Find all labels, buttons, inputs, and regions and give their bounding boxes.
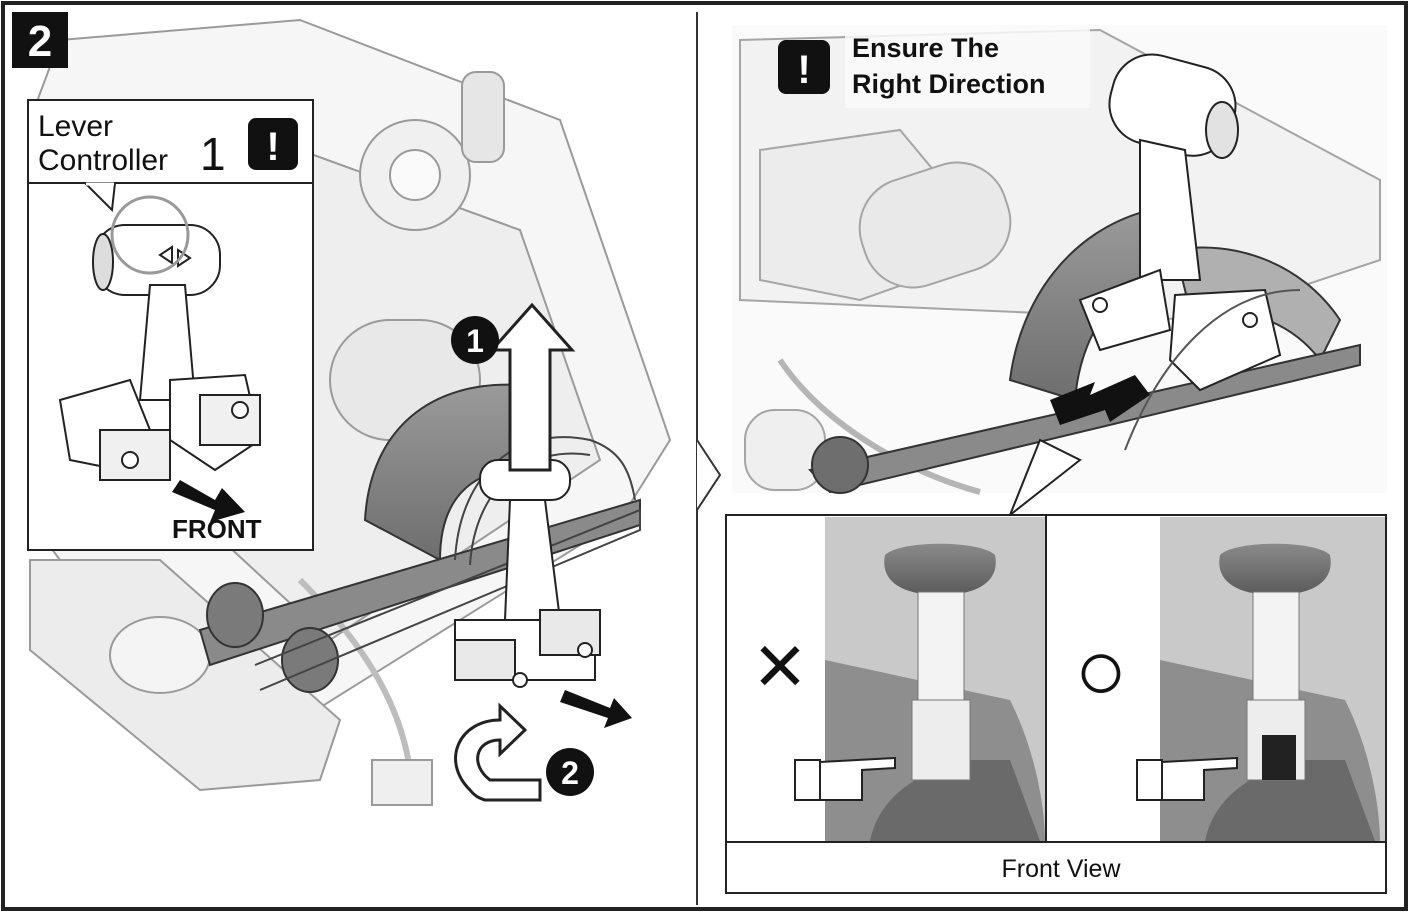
front-direction-arrow (172, 480, 245, 522)
caution-icon (248, 118, 298, 170)
direction-arrow (1050, 375, 1150, 425)
callout-title-line1: Lever (38, 110, 113, 143)
notice-caution-symbol: ! (797, 48, 810, 92)
step-number: 2 (28, 17, 52, 66)
part-count: 1 (200, 128, 226, 180)
step-2-badge: 2 (546, 748, 594, 796)
pointing-hand-icon (1136, 756, 1238, 801)
notice-caution-icon (778, 40, 830, 94)
highlight-circle (110, 195, 190, 275)
front-view-comparison: × ○ Front View (725, 514, 1387, 894)
lift-up-arrow (488, 302, 576, 472)
wrong-orientation-image: × (754, 517, 1045, 841)
notice-line1: Ensure The (852, 33, 999, 63)
rotate-arrow (454, 702, 542, 802)
callout-title-line2: Controller (38, 144, 168, 177)
correct-orientation-image: ○ (1074, 517, 1385, 841)
front-view-caption: Front View (1001, 855, 1121, 883)
notice-line2: Right Direction (852, 69, 1046, 99)
divider-pointer (696, 439, 722, 511)
step-number-badge: 2 (12, 12, 68, 68)
closeup-illustration (732, 25, 1387, 519)
front-label: FRONT (172, 514, 262, 544)
step-1-label: 1 (466, 323, 484, 359)
wrong-mark: × (754, 615, 805, 714)
ensure-direction-notice: ! Ensure The Right Direction (778, 28, 1090, 108)
lever-controller-on-chassis (454, 459, 601, 688)
step-2-label: 2 (561, 755, 579, 791)
correct-mark: ○ (1074, 620, 1127, 719)
step-1-badge: 1 (451, 316, 499, 364)
caution-icon-symbol: ! (266, 125, 279, 169)
pointing-hand-icon (794, 756, 896, 801)
front-arrow-on-chassis (560, 690, 632, 728)
closeup-pointer (1007, 438, 1082, 519)
lever-controller-callout: Lever Controller 1 ! FRONT (27, 99, 314, 551)
